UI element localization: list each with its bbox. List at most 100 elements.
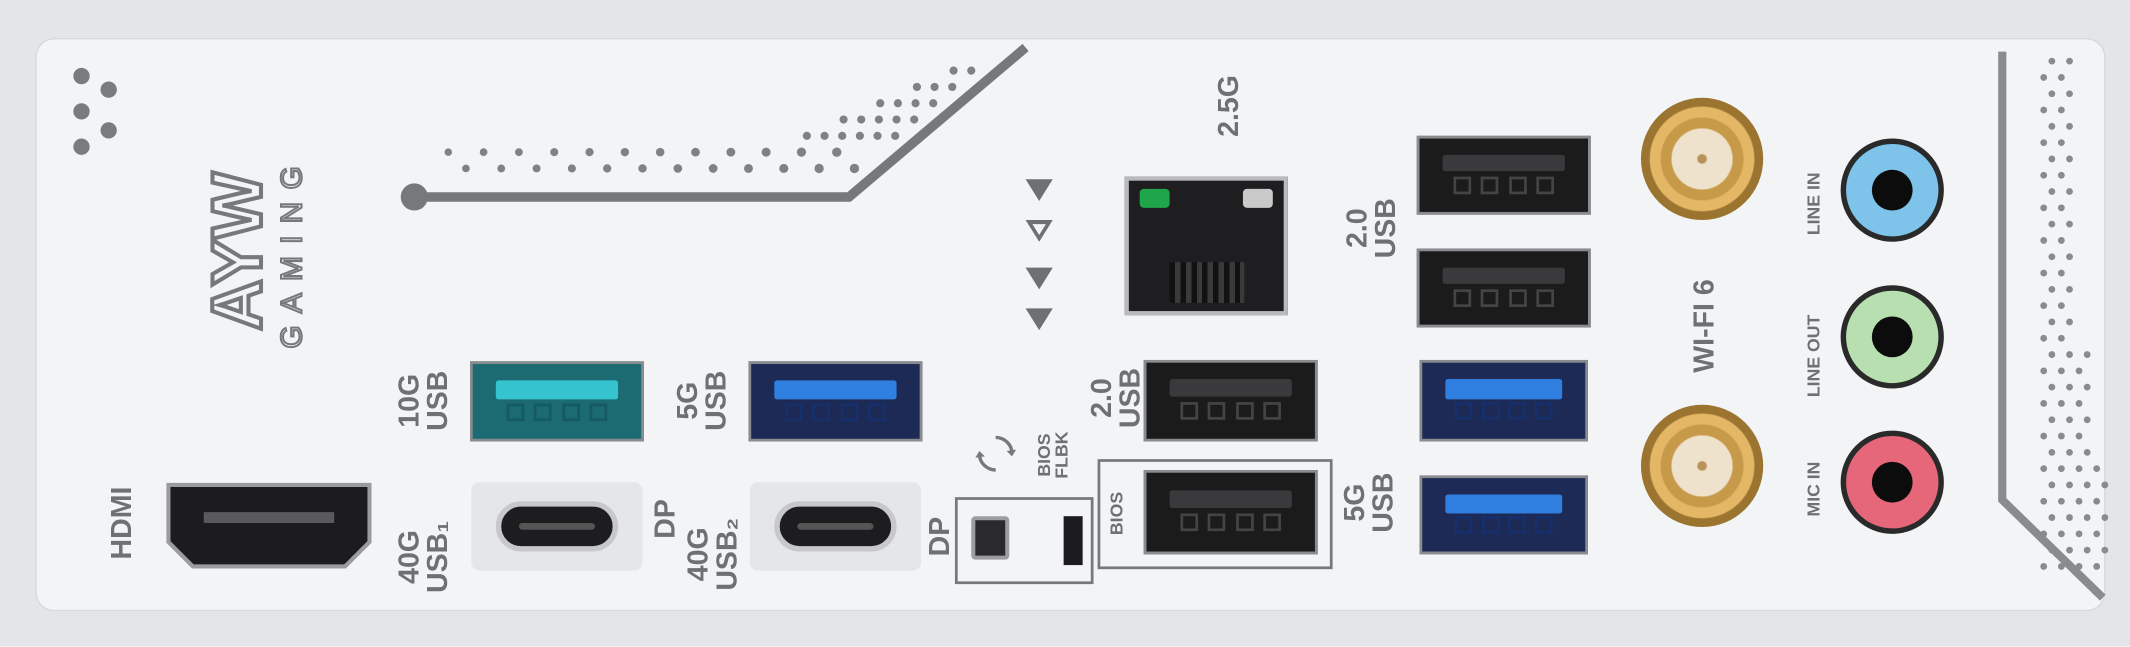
dot [567,164,576,173]
dot [911,99,920,108]
dot [2083,481,2091,489]
line-in-label: LINE IN [1803,172,1824,236]
dot [2057,106,2065,114]
dot [2057,530,2065,538]
dot [2048,383,2056,391]
bios-usb-port[interactable] [1143,470,1318,555]
line-out-jack[interactable] [1840,285,1944,389]
dot [2075,400,2083,407]
triangle-icon [1025,308,1053,331]
dot [2066,351,2073,358]
usb-5g-port[interactable] [748,361,923,442]
dot [2048,57,2056,65]
dot [2093,465,2101,473]
dot [2066,285,2073,293]
dot [2040,367,2048,375]
dot [655,147,665,157]
dot [2040,139,2048,147]
dot [2075,465,2083,473]
bios-label: BIOS [1106,491,1127,536]
dot [532,164,541,173]
usb20-top-label: 2.0 USB [1342,198,1402,259]
dot [2040,269,2048,277]
dot [2048,546,2056,554]
dot [2075,530,2083,538]
dot [929,99,938,108]
dot [874,115,883,124]
triangle-icon [1025,267,1053,290]
usb40g-1-label: 40G USB₁ [393,520,454,593]
dot [814,163,824,174]
dot [949,66,958,75]
dot [744,163,753,173]
dot [838,131,847,140]
dot [2075,497,2083,505]
dot [444,148,453,156]
lan-label: 2.5G [1213,75,1245,137]
dot [2083,351,2091,358]
bios-flashback-button[interactable] [971,516,1010,560]
dot [2048,188,2056,195]
dot [2057,171,2065,179]
dot [779,163,789,173]
usb-5g-port[interactable] [1419,359,1588,442]
dot [893,99,902,108]
dot [2040,302,2048,310]
dot [912,82,921,92]
dot [2066,122,2073,130]
right-trace-line [1998,51,2106,601]
dp-label-1: DP [649,499,682,539]
mic-in-jack[interactable] [1840,430,1944,534]
dot [2066,481,2073,489]
dot [2083,546,2091,554]
usb-2-0-port[interactable] [1416,135,1591,215]
brand-dots-icon [73,67,117,155]
usb40g-2-label: 40G USB₂ [683,517,744,591]
dot [514,148,523,157]
dot [2066,416,2073,424]
dot-pattern [444,66,976,174]
hdmi-port[interactable] [166,482,372,569]
dot [2040,237,2048,244]
usb-10g-port[interactable] [470,361,644,442]
logo-aym: AYW GAMING [195,153,310,350]
bios-flbk-label: BIOS FLBK [1033,431,1072,479]
dot [462,164,470,173]
rj45-lan-port[interactable] [1124,176,1288,316]
bios-usb-box [1097,459,1333,570]
dot [910,115,919,124]
dot [892,115,901,124]
dot [2057,400,2065,407]
dot [2040,400,2048,407]
dot [802,131,811,140]
dot [2083,416,2091,424]
dot [849,163,860,174]
dot [2057,74,2065,81]
dot [2057,497,2065,505]
dot [2057,269,2065,277]
dot [620,147,630,157]
dot [2048,416,2056,424]
dot [2040,530,2048,538]
usb5g-right-label: 5G USB [1339,472,1400,533]
usb-c-40g-port-1[interactable] [471,482,643,571]
usb-2-0-port[interactable] [1416,248,1591,328]
dot [2048,90,2056,98]
triangle-icon [1025,179,1053,202]
dot [603,164,612,173]
dot [2083,383,2091,391]
dot [2066,90,2073,98]
dot [550,148,559,157]
dot [2083,448,2091,456]
dot [876,99,885,108]
usb-c-40g-port-2[interactable] [749,482,921,571]
usb-2-0-port[interactable] [1143,359,1318,442]
dot [2066,57,2073,65]
wifi-antenna-connector[interactable] [1640,97,1764,221]
dot [857,115,866,124]
wifi-antenna-connector[interactable] [1640,404,1764,528]
dot [967,66,976,75]
line-in-jack[interactable] [1840,138,1944,242]
usb-5g-port[interactable] [1419,475,1588,555]
